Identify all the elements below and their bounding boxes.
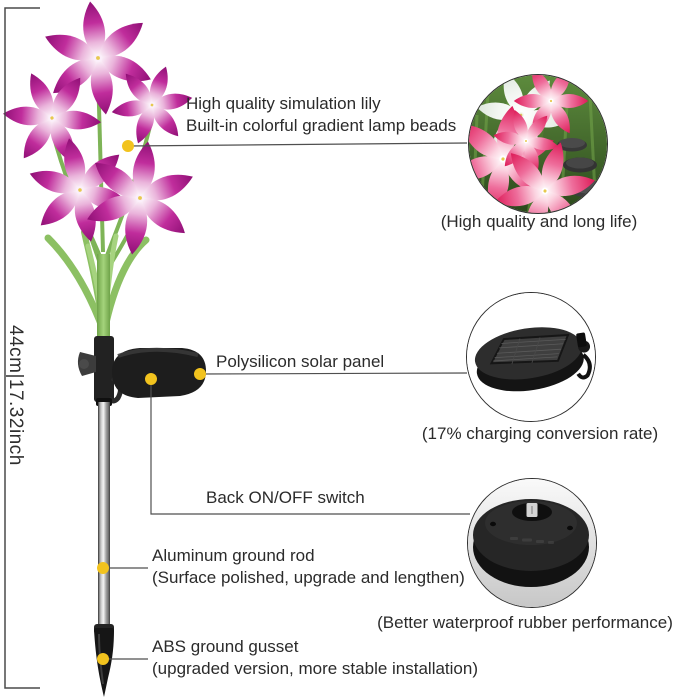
lily-photo-art	[469, 75, 607, 213]
dimension-label: 44cm|17.32inch	[5, 324, 26, 466]
rod-callout-label: Aluminum ground rod (Surface polished, u…	[152, 545, 465, 589]
lily-flower-head	[0, 0, 203, 338]
callout-dot	[122, 140, 134, 152]
aluminum-rod	[98, 402, 110, 632]
inset-solar-panel-photo	[466, 292, 596, 422]
solar-panel-callout-label: Polysilicon solar panel	[216, 352, 385, 371]
callout-line-switch	[150, 381, 470, 515]
callout-line-solar-panel	[199, 372, 468, 375]
callout-dot	[194, 368, 206, 380]
base-photo-caption: (Better waterproof rubber performance)	[377, 613, 673, 632]
callout-dot	[97, 653, 109, 665]
callout-dot	[145, 373, 157, 385]
rod-callout-line1: Aluminum ground rod	[152, 546, 315, 565]
lily-callout-line1: High quality simulation lily	[186, 94, 381, 113]
switch-callout-label: Back ON/OFF switch	[206, 488, 365, 507]
base-underside	[473, 499, 589, 587]
solar-panel-disc	[112, 347, 206, 398]
gusset-callout-line2: (upgraded version, more stable installat…	[152, 659, 479, 678]
callout-line-lily	[127, 142, 468, 147]
rod-callout-line2: (Surface polished, upgrade and lengthen)	[152, 568, 465, 587]
pole-clamp	[77, 336, 123, 406]
gusset-callout-label: ABS ground gusset (upgraded version, mor…	[152, 636, 478, 680]
solar-panel-photo-caption: (17% charging conversion rate)	[421, 424, 659, 443]
lily-photo-caption: (High quality and long life)	[440, 212, 638, 231]
callout-lines	[103, 142, 470, 660]
inset-base-photo	[467, 478, 597, 608]
solar-panel-photo-art	[467, 293, 595, 421]
callout-dots	[97, 140, 206, 665]
callout-dot	[97, 562, 109, 574]
lily-callout-label: High quality simulation lily Built-in co…	[186, 93, 456, 137]
inset-lily-photo	[468, 74, 608, 214]
lily-callout-line2: Built-in colorful gradient lamp beads	[186, 116, 457, 135]
solar-panel-3q-view	[474, 327, 592, 392]
base-photo-art	[468, 479, 596, 607]
dimension-bracket	[4, 7, 40, 689]
gusset-callout-line1: ABS ground gusset	[152, 637, 299, 656]
